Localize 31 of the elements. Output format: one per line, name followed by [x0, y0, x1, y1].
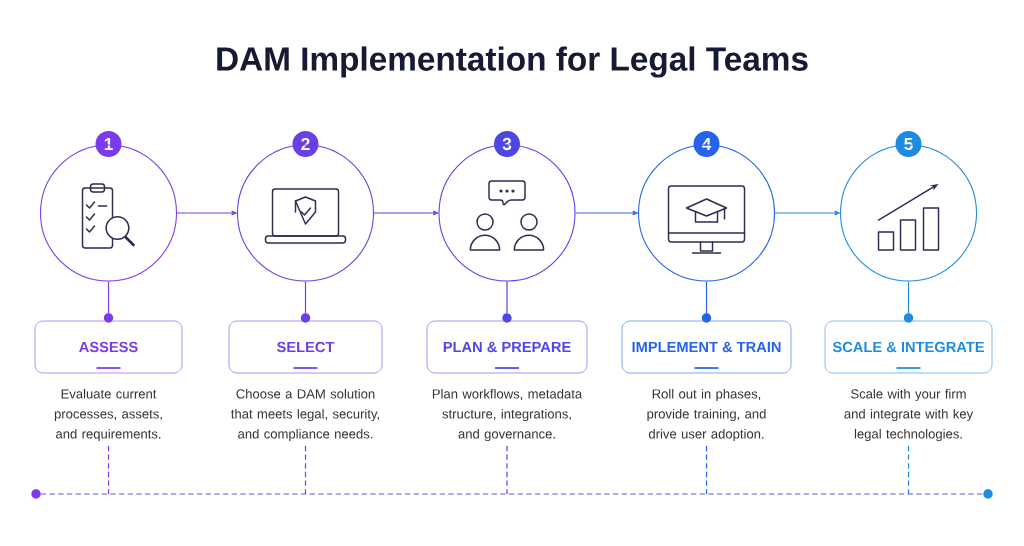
- connector-line: [506, 280, 508, 314]
- title: DAM Implementation for Legal Teams: [217, 46, 808, 78]
- number-badge: 2: [289, 127, 322, 161]
- description-text: Evaluate current processes, assets, and requirements.: [54, 388, 162, 442]
- arrow: [774, 210, 840, 216]
- description-text: Roll out in phases, provide training, and drive user adoption.: [647, 388, 766, 442]
- dashed-line: [705, 445, 708, 495]
- connector-line: [705, 280, 708, 314]
- dashed-line: [506, 445, 508, 495]
- number-badge: 1: [92, 127, 125, 161]
- arrow: [574, 210, 638, 216]
- description-text: Scale with your firm and integrate with key legal technologies.: [844, 388, 974, 442]
- number-badge: 3: [490, 127, 524, 161]
- description-text: Plan workflows, metadata structure, integrations, and governance.: [432, 388, 583, 442]
- step-box: SELECT: [228, 320, 383, 374]
- dashed-line: [907, 445, 910, 495]
- arrow: [373, 210, 439, 216]
- number-badge: 5: [892, 127, 925, 161]
- timeline: [40, 493, 984, 495]
- step-box: ASSESS: [34, 320, 183, 374]
- description-text: Choose a DAM solution that meets legal, security, and compliance needs.: [231, 388, 379, 442]
- step-box: SCALE & INTEGRATE: [824, 320, 993, 374]
- connector-line: [304, 280, 307, 314]
- number-badge: 4: [690, 127, 723, 161]
- connector-line: [907, 280, 910, 314]
- connector-line: [107, 280, 110, 314]
- dashed-line: [304, 445, 307, 495]
- arrow: [176, 210, 237, 216]
- step-box: IMPLEMENT & TRAIN: [621, 320, 792, 374]
- dashed-line: [107, 445, 110, 495]
- step-box: PLAN & PREPARE: [426, 320, 588, 374]
